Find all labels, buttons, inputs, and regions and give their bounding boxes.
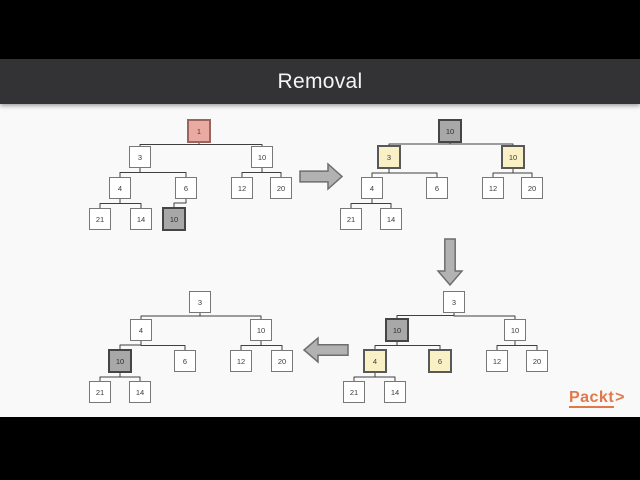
tree-edge	[139, 143, 200, 146]
tree-edge	[198, 143, 263, 146]
step-arrow-right	[299, 162, 344, 191]
tree-edge	[374, 342, 398, 349]
tree-edge	[492, 169, 514, 177]
tree-edge	[260, 341, 283, 350]
tree-edge	[396, 342, 441, 349]
tree-edge	[140, 341, 186, 350]
tree-edge	[374, 373, 396, 381]
tree-edge	[240, 341, 262, 350]
tree-edge	[512, 169, 533, 177]
tree-edge	[140, 313, 201, 319]
packt-logo-mark: >	[615, 389, 625, 406]
tree-edge	[199, 313, 262, 319]
tree-edge	[99, 199, 121, 208]
tree-edge	[173, 199, 187, 207]
tree-edge	[241, 168, 263, 177]
tree-edge	[119, 341, 142, 349]
tree-edge	[388, 169, 438, 177]
tree-edge	[449, 143, 514, 145]
tree-edge	[371, 199, 392, 208]
slide-title: Removal	[277, 69, 363, 93]
tree-edge	[119, 373, 141, 381]
tree-edge	[261, 168, 282, 177]
packt-logo-text: Packt	[568, 389, 615, 408]
tree-edge	[371, 169, 390, 177]
letterbox-bottom	[0, 417, 640, 480]
tree-edge	[396, 313, 455, 318]
tree-edge	[119, 199, 142, 208]
step-arrow-down	[436, 238, 464, 287]
step-arrow-left	[302, 336, 349, 364]
tree-edge	[514, 341, 538, 350]
letterbox-top	[0, 0, 640, 59]
tree-edge	[350, 199, 373, 208]
tree-edge	[119, 168, 141, 177]
tree-edge	[353, 373, 376, 381]
slide-title-bar: Removal	[0, 59, 640, 104]
tree-edge	[139, 168, 187, 177]
tree-edge	[453, 313, 516, 319]
tree-edge	[99, 373, 121, 381]
tree-edge	[388, 143, 451, 145]
packt-logo: Packt>	[568, 389, 625, 408]
tree-edge	[496, 341, 516, 350]
